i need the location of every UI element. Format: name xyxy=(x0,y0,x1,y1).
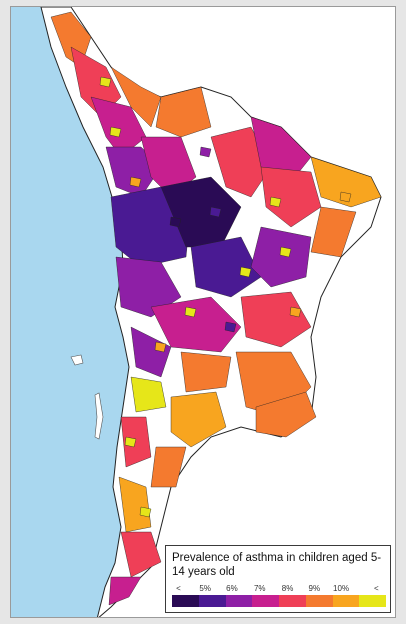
legend-swatch-4 xyxy=(279,595,306,607)
map-region xyxy=(170,391,227,448)
map-region xyxy=(289,306,302,318)
map-region xyxy=(160,176,242,248)
legend-swatch-5 xyxy=(305,595,333,607)
legend-tick-3: 7% xyxy=(253,584,266,593)
map-legend: Prevalence of asthma in children aged 5-… xyxy=(165,545,391,613)
map-region xyxy=(109,126,122,138)
map-region xyxy=(108,576,142,606)
map-region xyxy=(120,531,162,578)
legend-ticks: <5% 6% 7% 8% 9% 10% < xyxy=(172,584,386,594)
legend-tick-1: 5% xyxy=(199,584,211,593)
map-region xyxy=(99,76,112,88)
map-region xyxy=(239,266,252,278)
map-regions xyxy=(50,11,382,606)
legend-tick-2: 6% xyxy=(226,584,238,593)
ocean xyxy=(11,7,129,617)
legend-tick-5: 9% xyxy=(308,584,321,593)
legend-swatch-2 xyxy=(225,595,253,607)
map-region xyxy=(130,326,172,378)
map-region xyxy=(250,116,312,183)
map-region xyxy=(240,291,312,348)
map-region xyxy=(269,196,282,208)
map-region xyxy=(130,376,167,413)
map-region xyxy=(250,226,312,288)
legend-tick-0: < xyxy=(176,584,181,593)
map-region xyxy=(184,306,197,318)
legend-title: Prevalence of asthma in children aged 5-… xyxy=(172,552,382,578)
legend-swatch-7 xyxy=(359,595,386,607)
garden-island xyxy=(94,392,104,440)
map-region xyxy=(139,506,152,518)
map-region xyxy=(129,176,142,188)
map-region xyxy=(124,436,137,448)
map-region xyxy=(150,296,242,353)
map-region xyxy=(120,416,152,468)
map-region xyxy=(279,246,292,258)
rottnest-island xyxy=(70,354,84,366)
map-region xyxy=(118,476,152,533)
map-region xyxy=(199,146,212,158)
legend-tick-7: < xyxy=(374,584,379,593)
map-region xyxy=(260,166,322,228)
map-region xyxy=(209,206,222,218)
map-region xyxy=(339,191,352,203)
map-frame: Prevalence of asthma in children aged 5-… xyxy=(10,6,396,618)
map-region xyxy=(224,321,237,333)
legend-color-bar xyxy=(172,595,386,607)
map-region xyxy=(210,126,272,198)
map-region xyxy=(155,86,212,138)
map-region xyxy=(169,216,182,228)
legend-swatch-6 xyxy=(332,595,360,607)
legend-swatch-3 xyxy=(252,595,279,607)
map-region xyxy=(310,156,382,208)
map-region xyxy=(150,446,187,488)
legend-swatch-1 xyxy=(198,595,226,607)
choropleth-map xyxy=(11,7,382,617)
legend-swatch-0 xyxy=(172,595,199,607)
legend-tick-4: 8% xyxy=(281,584,294,593)
map-region xyxy=(154,341,167,353)
map-region xyxy=(190,236,262,298)
map-region xyxy=(310,206,357,258)
map-region xyxy=(255,391,317,438)
map-region xyxy=(110,66,162,128)
legend-tick-6: 10% xyxy=(333,584,350,593)
map-region xyxy=(180,351,232,393)
